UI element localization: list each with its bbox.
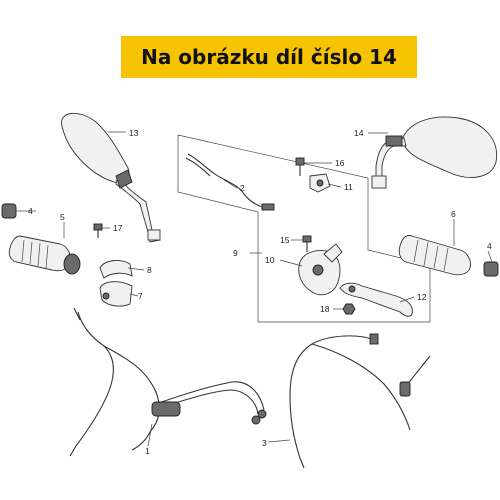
label-18: 18	[320, 304, 330, 314]
part-4-left-cap	[1, 203, 17, 219]
label-8: 8	[147, 265, 152, 275]
part-15-bolt	[302, 235, 312, 252]
label-2: 2	[240, 183, 245, 193]
part-17-screw	[93, 223, 103, 238]
label-17: 17	[113, 223, 123, 233]
label-6: 6	[451, 209, 456, 219]
label-1: 1	[145, 446, 150, 456]
part-7-clamp	[99, 281, 133, 307]
part-3-cable	[289, 333, 431, 469]
part-8-clamp	[99, 260, 133, 279]
label-14: 14	[354, 128, 364, 138]
label-16: 16	[335, 158, 345, 168]
leader-lines	[16, 131, 493, 447]
mirror-left	[61, 112, 161, 243]
highlight-banner: Na obrázku díl číslo 14	[121, 36, 417, 78]
part-16-bolt	[295, 157, 305, 176]
part-5-left-grip	[8, 235, 81, 275]
label-12: 12	[417, 292, 427, 302]
label-7: 7	[138, 291, 143, 301]
part-2-wire	[185, 153, 275, 211]
part-1-cables	[69, 307, 267, 457]
label-10: 10	[265, 255, 275, 265]
label-4-right: 4	[487, 241, 492, 251]
label-4-left: 4	[28, 206, 33, 216]
part-18-nut	[342, 303, 356, 315]
banner-text: Na obrázku díl číslo 14	[141, 45, 397, 69]
label-3: 3	[262, 438, 267, 448]
part-10-bracket	[298, 243, 343, 296]
label-9: 9	[233, 248, 238, 258]
group-outline	[177, 134, 431, 323]
part-6-right-grip	[398, 235, 471, 276]
part-11-block	[309, 173, 331, 193]
label-11: 11	[344, 182, 353, 192]
part-12-lever	[339, 282, 413, 317]
label-5: 5	[60, 212, 65, 222]
label-15: 15	[280, 235, 290, 245]
part-4-right-cap	[483, 261, 499, 277]
label-13: 13	[129, 128, 139, 138]
mirror-right	[371, 116, 498, 189]
